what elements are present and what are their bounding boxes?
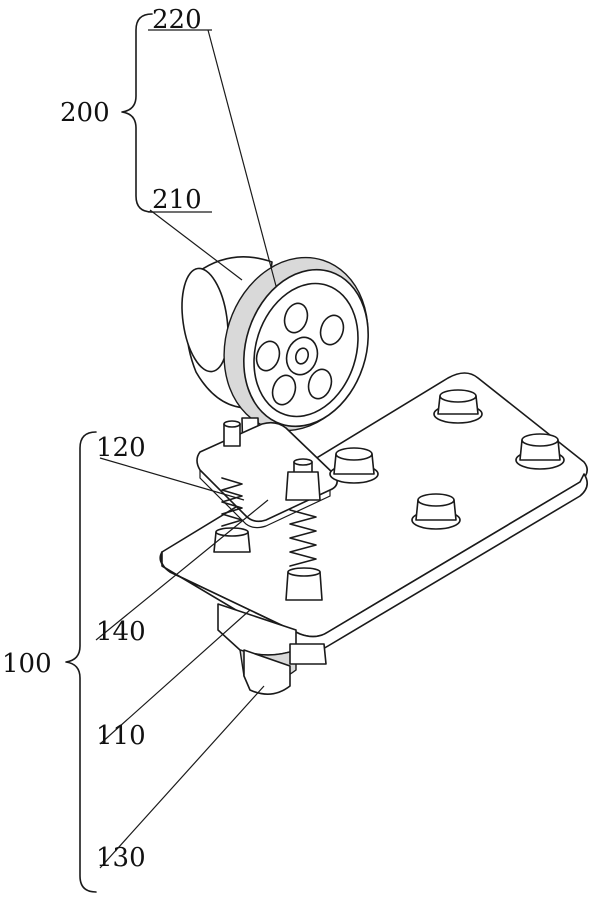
- motor-end: [181, 267, 229, 373]
- foot: [243, 649, 291, 695]
- bolt: [411, 493, 461, 530]
- label-140: 140: [96, 617, 146, 647]
- center-bore: [294, 347, 310, 365]
- wheel-unit: [181, 256, 369, 432]
- spoke-hole: [307, 368, 333, 400]
- bolt: [329, 447, 379, 484]
- label-120: 120: [96, 433, 146, 463]
- spoke-hole: [255, 340, 281, 372]
- spoke-hole: [283, 302, 309, 334]
- bolt: [515, 433, 565, 470]
- label-220: 220: [152, 5, 202, 35]
- label-210: 210: [152, 185, 202, 215]
- label-100: 100: [2, 649, 52, 679]
- leader-lines: [95, 29, 277, 869]
- hex-nut: [285, 471, 321, 501]
- spoke-hole: [319, 314, 345, 346]
- bolt: [433, 389, 483, 424]
- bracket-200: [121, 13, 153, 213]
- spring: [289, 509, 317, 567]
- right-stud: [285, 458, 323, 601]
- spring: [221, 477, 243, 527]
- bracket-100: [65, 431, 97, 893]
- label-130: 130: [96, 843, 146, 873]
- clamp-plate-edge: [199, 470, 331, 529]
- spoke-hole: [271, 374, 297, 406]
- label-110: 110: [96, 721, 146, 751]
- label-200: 200: [60, 98, 110, 128]
- lower-block: [217, 603, 327, 695]
